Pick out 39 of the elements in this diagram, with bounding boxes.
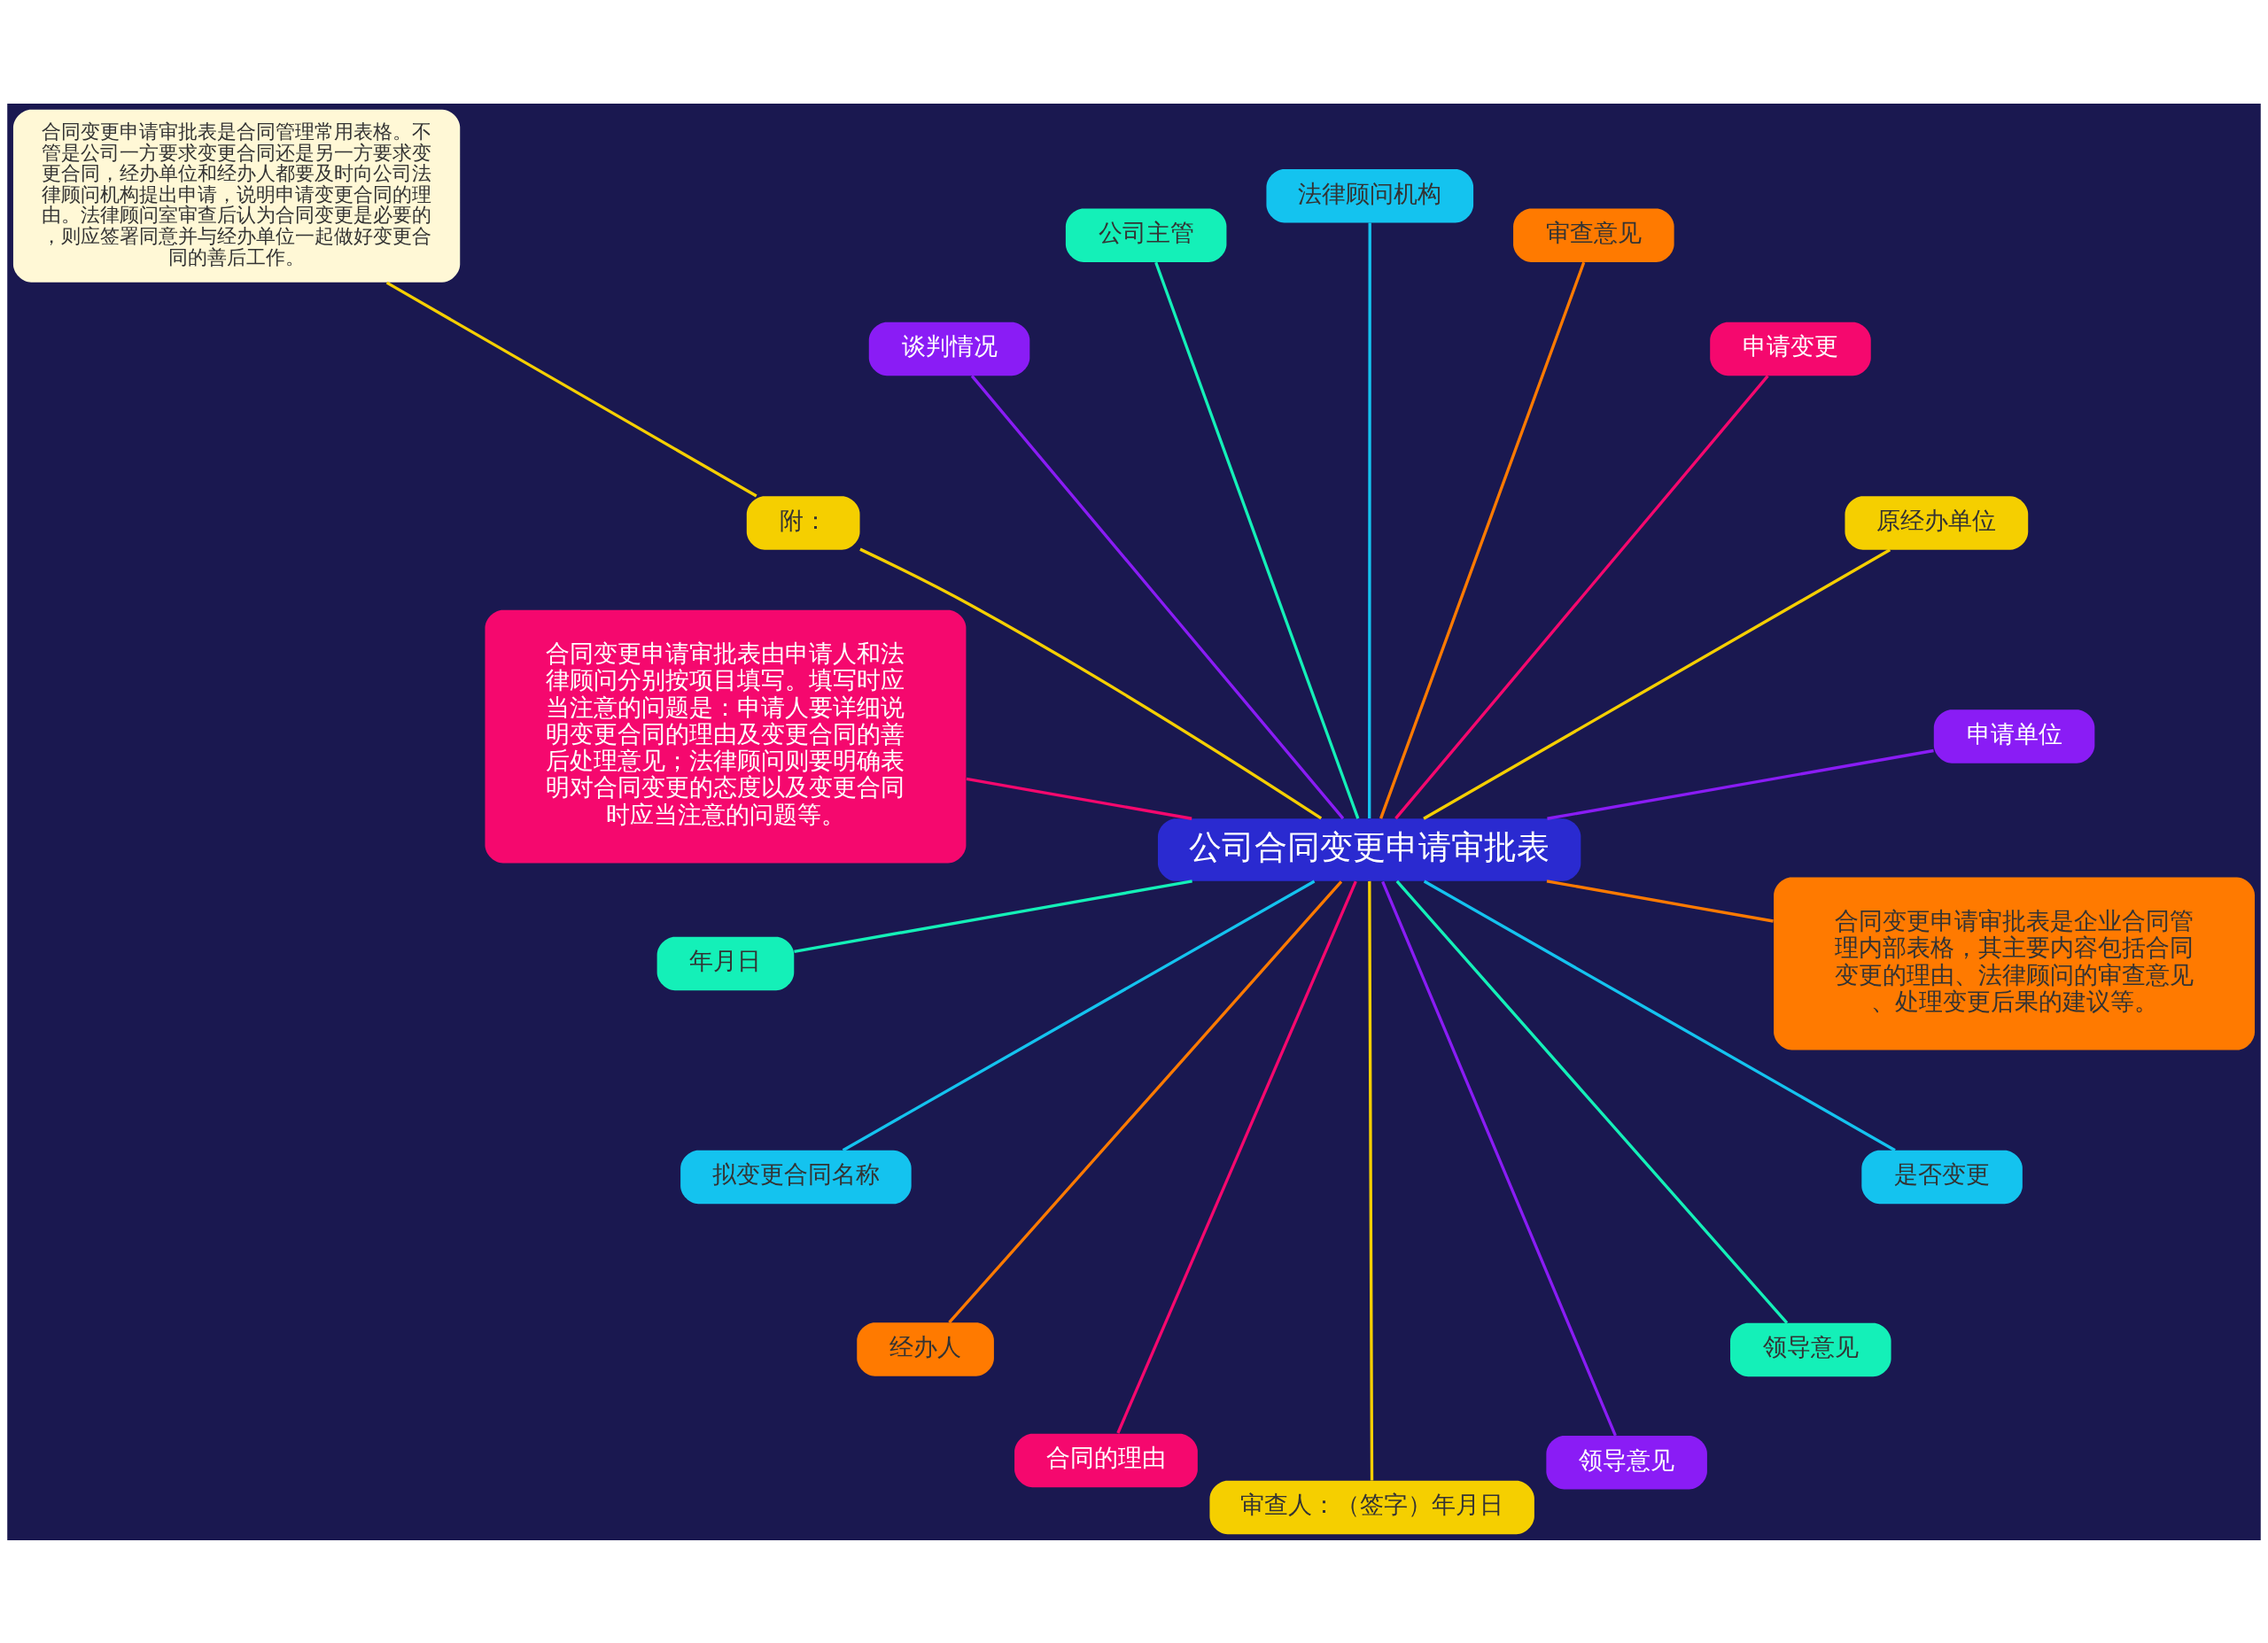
node-box: 原经办单位 [1845, 495, 2029, 550]
node-box: 年月日 [656, 936, 795, 990]
connector [1116, 880, 1357, 1434]
node-box: 领导意见 [1546, 1435, 1707, 1489]
node-box: 合同变更申请审批表是企业合同管理内部表格，其主要内容包括合同变更的理由、法律顾问的审查意见、处理变更后果的建议等。 [1774, 877, 2256, 1050]
node-box: 谈判情况 [868, 322, 1030, 376]
connector [1379, 261, 1586, 819]
connector [966, 777, 1192, 820]
node-box: 申请单位 [1933, 709, 2095, 763]
connector [1154, 261, 1360, 819]
connector [1546, 879, 1774, 923]
node-box: 合同变更申请审批表由申请人和法律顾问分别按项目填写。填写时应当注意的问题是：申请人要详细说明变更合同的理由及变更合同的善后处理意见；法律顾问则要明确表明对合同变更的态度以及变更合同时应当注意的问题等。 [485, 609, 967, 863]
node-box: 法律顾问机构 [1266, 168, 1474, 222]
node-box: 公司合同变更申请审批表 [1157, 818, 1581, 881]
node-box: 拟变更合同名称 [680, 1150, 912, 1204]
connector [1381, 880, 1617, 1437]
connector [1423, 547, 1891, 820]
node-box: 公司主管 [1065, 208, 1227, 262]
node-box: 申请变更 [1710, 322, 1871, 376]
node-box: 附： [746, 495, 860, 550]
connector [948, 880, 1343, 1323]
connector [1368, 880, 1374, 1481]
connector [970, 374, 1345, 819]
connector [842, 880, 1316, 1151]
connector [1368, 222, 1371, 818]
node-box: 经办人 [857, 1321, 994, 1376]
connector [859, 547, 1323, 819]
node-box: 合同的理由 [1014, 1433, 1198, 1487]
connector [794, 879, 1192, 953]
connector [1423, 880, 1896, 1151]
node-box: 审查意见 [1513, 208, 1674, 262]
connector [1547, 748, 1934, 820]
connector [1395, 880, 1789, 1324]
node-box: 领导意见 [1730, 1322, 1891, 1376]
connector [385, 281, 757, 497]
node-box: 是否变更 [1861, 1150, 2023, 1204]
connector [1394, 374, 1769, 819]
node-box: 审查人：（签字）年月日 [1209, 1480, 1534, 1534]
node-box: 合同变更申请审批表是合同管理常用表格。不管是公司一方要求变更合同还是另一方要求变更合同，经办单位和经办人都要及时向公司法律顾问机构提出申请，说明申请变更合同的理由。法律顾问室审查后认为合同变更是必要的，则应签署同意并与经办单位一起做好变更合同的善后工作。 [12, 109, 461, 283]
